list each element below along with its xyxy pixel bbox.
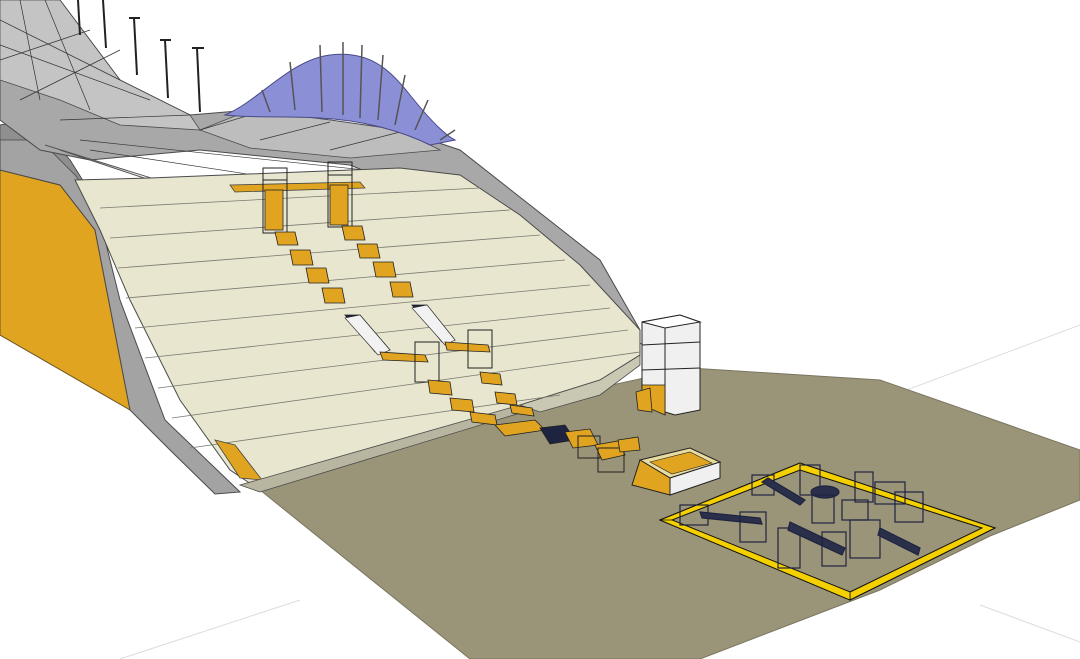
tower-frame [635,314,702,416]
ski-jump-structure [0,0,646,354]
right-stair-lane [327,161,535,417]
foam-pit [631,447,722,496]
obstacle-course-area [658,462,997,601]
left-stair-lane [262,167,498,426]
slope-top-stripe [229,181,366,193]
light-masts [77,0,204,113]
stair-step-obstacles [262,161,641,473]
runout-steps [494,419,641,473]
axis-guides [119,324,1080,659]
membrane-roof [223,42,457,146]
